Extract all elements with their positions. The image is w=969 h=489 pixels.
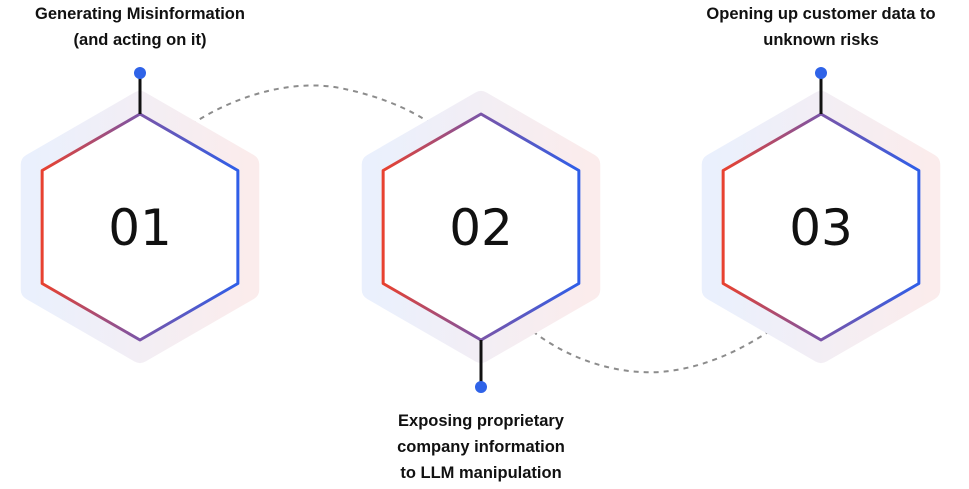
step-number: 01 [108, 199, 172, 257]
label-line: (and acting on it) [73, 31, 207, 49]
label-line: Opening up customer data to [706, 5, 936, 23]
label-line: Exposing proprietary [398, 412, 564, 430]
hexagon-outline [40, 112, 240, 342]
step-2-hexagon: 02 [361, 91, 601, 393]
step-3-label: Opening up customer data to unknown risk… [671, 1, 969, 53]
step-1-label: Generating Misinformation (and acting on… [0, 1, 290, 53]
label-line: Generating Misinformation [35, 5, 245, 23]
label-line: to LLM manipulation [400, 464, 562, 482]
pin-dot [134, 67, 146, 79]
pin-dot [815, 67, 827, 79]
dashed-connector-2-3 [524, 321, 784, 374]
step-1-hexagon: 01 [20, 67, 260, 363]
hexagon-outline [721, 112, 921, 342]
dashed-connector-1-2 [182, 84, 441, 131]
step-3-hexagon: 03 [701, 67, 941, 363]
label-line: unknown risks [763, 31, 879, 49]
pin-dot [475, 381, 487, 393]
step-2-label: Exposing proprietary company information… [331, 408, 631, 486]
label-line: company information [397, 438, 565, 456]
step-number: 03 [789, 199, 853, 257]
step-number: 02 [449, 199, 513, 257]
